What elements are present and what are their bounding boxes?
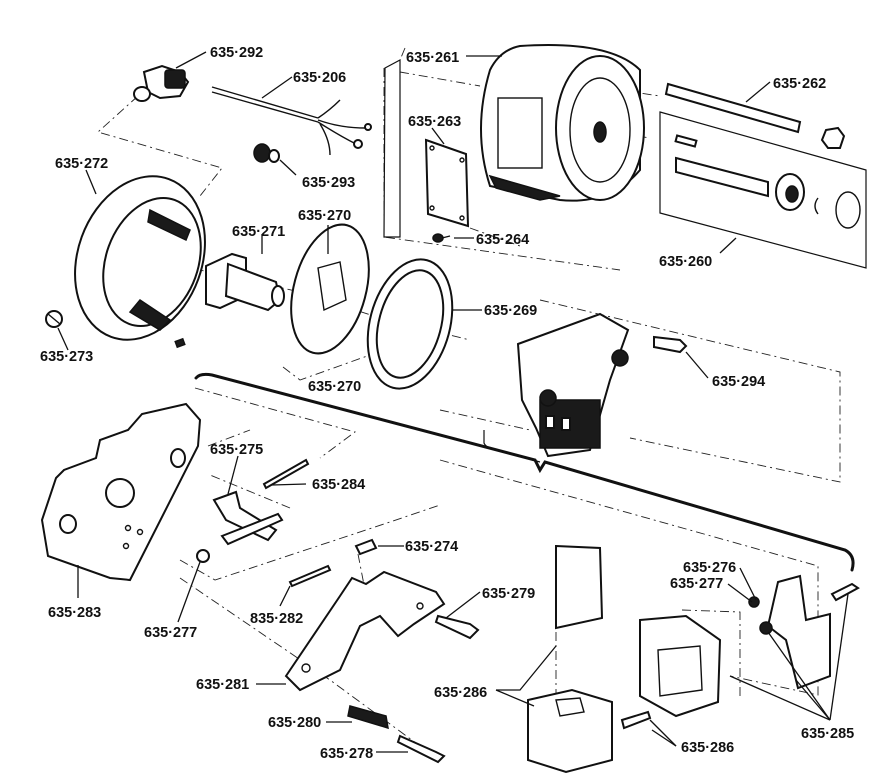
part-635-278-bolt bbox=[396, 734, 446, 764]
callout-635-262: 635·262 bbox=[773, 76, 826, 92]
callout-635-286-left: 635·286 bbox=[434, 685, 487, 701]
part-635-285-plunger bbox=[748, 574, 860, 690]
part-635-292-connector bbox=[133, 64, 190, 102]
part-635-269-ring bbox=[366, 258, 454, 390]
part-635-261-housing bbox=[480, 44, 645, 202]
solenoid-group-bracket bbox=[483, 430, 541, 463]
callout-635-282: 835·282 bbox=[250, 611, 303, 627]
part-635-264-screw bbox=[432, 233, 451, 243]
callout-635-272: 635·272 bbox=[55, 156, 108, 172]
housing-frame bbox=[383, 59, 401, 238]
callout-635-294: 635·294 bbox=[712, 374, 765, 390]
part-635-294-switch-assembly bbox=[516, 312, 688, 458]
callout-635-293: 635·293 bbox=[302, 175, 355, 191]
part-635-286-coil bbox=[527, 544, 722, 774]
callout-635-264: 635·264 bbox=[476, 232, 529, 248]
part-635-293-grommet bbox=[253, 143, 280, 163]
part-635-284-pin bbox=[262, 458, 310, 490]
callout-635-273: 635·273 bbox=[40, 349, 93, 365]
callout-635-270-top: 635·270 bbox=[298, 208, 351, 224]
callout-635-284: 635·284 bbox=[312, 477, 365, 493]
part-635-262-bolt bbox=[664, 82, 846, 149]
part-635-263-cover bbox=[424, 138, 470, 228]
callout-635-206: 635·206 bbox=[293, 70, 346, 86]
part-635-283-plate bbox=[40, 402, 202, 582]
part-635-272-end-bell bbox=[74, 175, 206, 349]
callout-635-277-right: 635·277 bbox=[670, 576, 723, 592]
callout-635-286-right: 635·286 bbox=[681, 740, 734, 756]
callout-635-279: 635·279 bbox=[482, 586, 535, 602]
part-635-281-lever-plate bbox=[284, 570, 446, 692]
leader-lines bbox=[57, 51, 849, 753]
callout-635-285: 635·285 bbox=[801, 726, 854, 742]
part-635-275-bracket bbox=[212, 490, 284, 546]
part-635-206-harness bbox=[211, 86, 372, 156]
callout-635-278: 635·278 bbox=[320, 746, 373, 762]
part-635-273-screw bbox=[45, 310, 63, 328]
part-635-277-nut-left bbox=[196, 549, 210, 563]
callout-635-274: 635·274 bbox=[405, 539, 458, 555]
callout-635-277-left: 635·277 bbox=[144, 625, 197, 641]
callout-635-275: 635·275 bbox=[210, 442, 263, 458]
callout-635-270-bottom: 635·270 bbox=[308, 379, 361, 395]
callout-635-280: 635·280 bbox=[268, 715, 321, 731]
part-635-271-coupling bbox=[205, 252, 285, 312]
group-divider-line bbox=[194, 372, 855, 572]
callout-labels: 635·292 635·206 635·293 635·272 635·273 … bbox=[40, 45, 854, 762]
callout-635-276: 635·276 bbox=[683, 560, 736, 576]
kit-frame-635-260 bbox=[659, 111, 867, 269]
callout-635-283: 635·283 bbox=[48, 605, 101, 621]
callout-635-263: 635·263 bbox=[408, 114, 461, 130]
part-635-282-pin bbox=[288, 564, 332, 588]
callout-635-292: 635·292 bbox=[210, 45, 263, 61]
part-635-279-screw bbox=[434, 614, 480, 640]
callout-635-260: 635·260 bbox=[659, 254, 712, 270]
callout-635-281: 635·281 bbox=[196, 677, 249, 693]
part-635-280-spring bbox=[347, 705, 389, 730]
part-635-270-disc bbox=[290, 223, 370, 355]
part-635-274-sleeve bbox=[354, 538, 378, 556]
callout-635-261: 635·261 bbox=[406, 50, 459, 66]
part-635-260-shaft-kit bbox=[674, 134, 861, 229]
callout-635-271: 635·271 bbox=[232, 224, 285, 240]
callout-635-269: 635·269 bbox=[484, 303, 537, 319]
alignment-lines bbox=[97, 47, 841, 747]
